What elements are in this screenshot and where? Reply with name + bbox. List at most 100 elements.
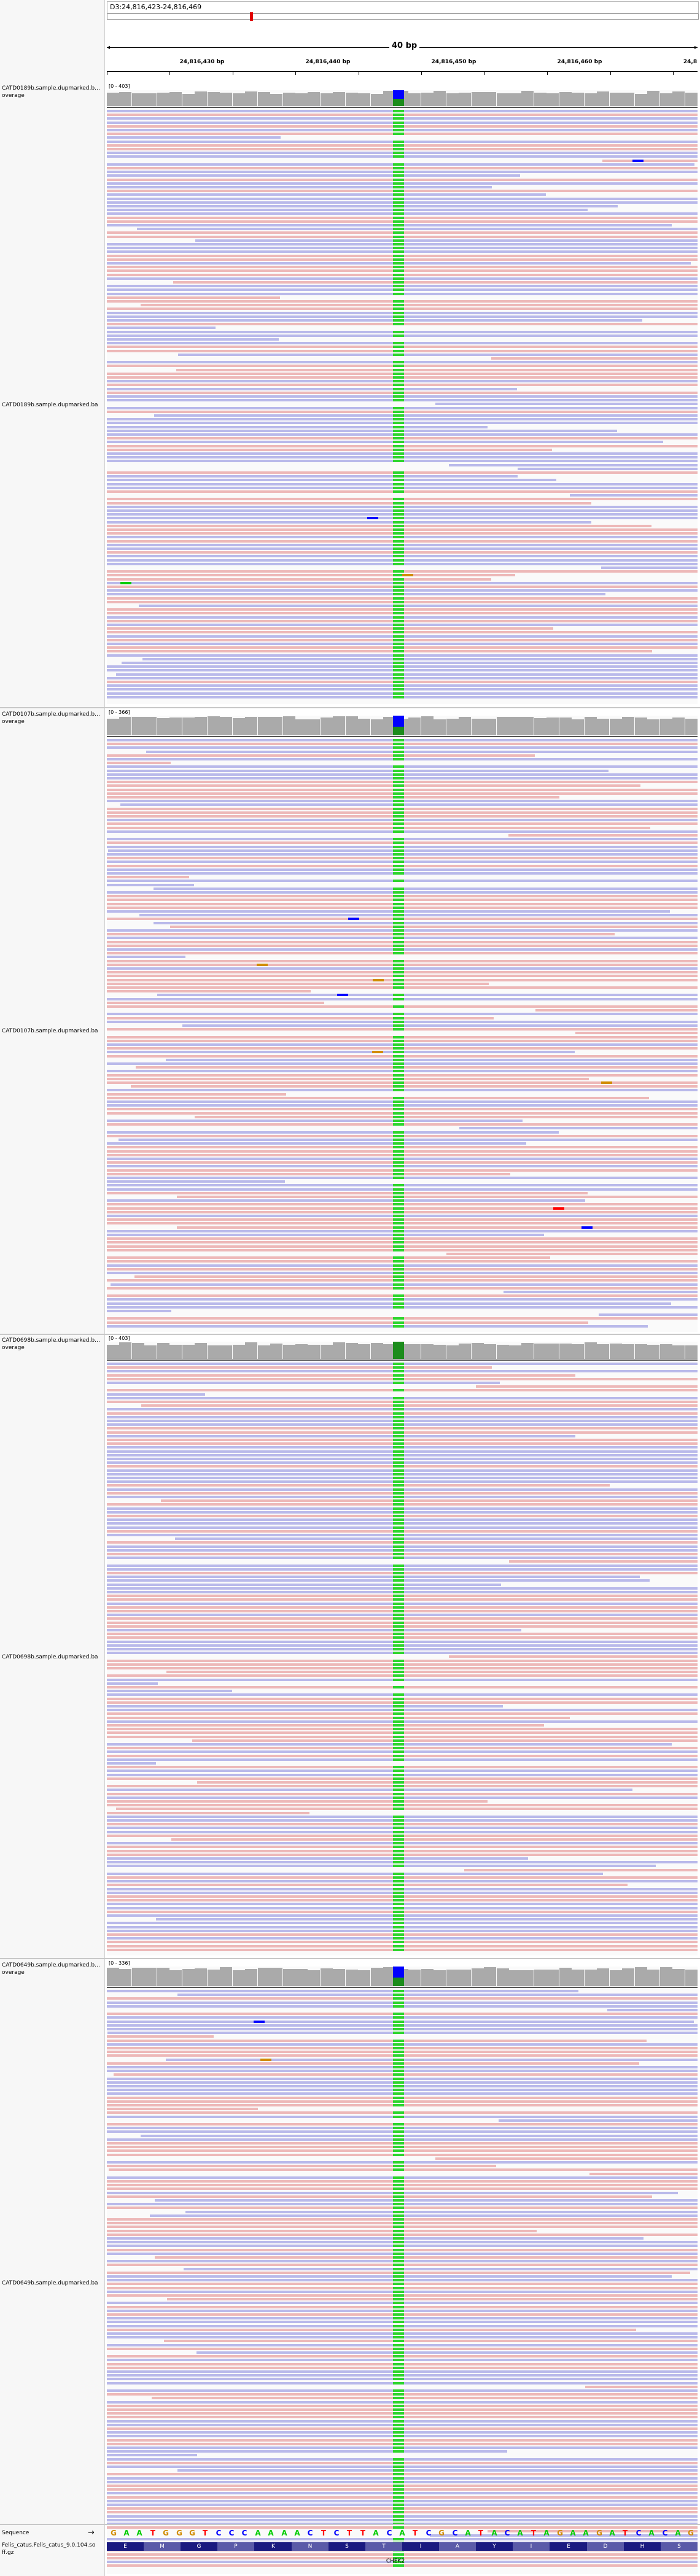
snp-base	[393, 1131, 404, 1134]
coverage-bar	[107, 93, 119, 106]
snp-base	[393, 1598, 404, 1601]
snp-base	[393, 2511, 404, 2513]
snp-base	[393, 258, 404, 261]
read	[107, 1789, 632, 1791]
snp-base	[393, 960, 404, 962]
snp-base	[393, 1066, 404, 1069]
sequence-base: A	[136, 2529, 142, 2537]
snp-base	[393, 1062, 404, 1065]
locus-box[interactable]: D3:24,816,423-24,816,469	[107, 1, 699, 14]
snp-base	[393, 148, 404, 150]
snp-base	[393, 2062, 404, 2065]
read	[107, 1690, 232, 1692]
snp-base	[393, 1203, 404, 1205]
read	[166, 2059, 698, 2061]
alignment-panel[interactable]	[107, 716, 698, 1332]
ruler-tick	[421, 71, 422, 75]
snp-base	[393, 411, 404, 413]
strand-arrow-icon[interactable]: →	[88, 2530, 95, 2536]
sequence-base: C	[228, 2529, 235, 2537]
snp-base	[393, 2344, 404, 2346]
snp-base	[393, 673, 404, 676]
ruler-tick	[484, 71, 485, 75]
snp-base	[393, 2439, 404, 2442]
snp-base	[393, 627, 404, 630]
read	[589, 2173, 698, 2175]
snp-base	[393, 1272, 404, 1274]
snp-base	[393, 1698, 404, 1700]
coverage-track-label: CATD0107b.sample.dupmarked.b… overage	[2, 711, 101, 725]
read	[107, 876, 189, 878]
snp-base	[393, 777, 404, 779]
snp-base	[393, 186, 404, 188]
read	[116, 1808, 698, 1810]
snp-base	[393, 926, 404, 928]
snp-base	[393, 179, 404, 181]
snp-base	[393, 688, 404, 690]
snp-base	[393, 167, 404, 169]
read	[107, 1629, 521, 1631]
read	[518, 468, 698, 470]
read	[107, 1310, 171, 1312]
snp-base	[393, 1150, 404, 1153]
snp-base	[393, 739, 404, 741]
alignment-panel[interactable]	[107, 90, 698, 704]
sequence-base: A	[255, 2529, 261, 2537]
snp-base	[393, 1709, 404, 1711]
ruler-tick-label: 24,816,430 bp	[179, 59, 225, 65]
snp-base	[393, 865, 404, 867]
snp-base	[393, 601, 404, 603]
coverage-bar	[208, 92, 220, 106]
read	[167, 2298, 698, 2300]
mismatch-base	[254, 2021, 265, 2023]
coverage-bar	[622, 1968, 634, 1986]
coverage-snp-bar-alt	[393, 1978, 404, 1986]
snp-base	[393, 746, 404, 749]
read	[508, 834, 698, 837]
snp-base	[393, 1622, 404, 1624]
snp-base	[393, 1112, 404, 1115]
coverage-bar	[647, 1345, 659, 1359]
read	[107, 2230, 537, 2232]
read	[107, 2329, 636, 2331]
read	[107, 521, 591, 524]
snp-base	[393, 1903, 404, 1905]
snp-base	[393, 1492, 404, 1495]
read	[107, 1762, 156, 1765]
snp-base	[393, 1070, 404, 1072]
snp-base	[393, 2420, 404, 2423]
read	[107, 1302, 671, 1305]
snp-base	[393, 2507, 404, 2510]
alignment-track-label: CATD0107b.sample.dupmarked.ba	[2, 1028, 98, 1034]
snp-base	[393, 2382, 404, 2385]
sequence-base: T	[346, 2529, 352, 2537]
alignment-panel[interactable]	[107, 1342, 698, 1955]
snp-base	[393, 555, 404, 557]
chromosome-ideogram[interactable]	[107, 12, 699, 21]
read	[156, 1918, 698, 1920]
sequence-base: T	[622, 2529, 628, 2537]
snp-base	[393, 1911, 404, 1913]
snp-base	[393, 1230, 404, 1232]
snp-base	[393, 1268, 404, 1271]
snp-base	[393, 220, 404, 223]
snp-base	[393, 1629, 404, 1631]
snp-base	[393, 2306, 404, 2308]
snp-base	[393, 1808, 404, 1810]
alignment-panel[interactable]	[107, 1967, 698, 2574]
coverage-bar	[119, 717, 131, 735]
sequence-base: G	[189, 2529, 195, 2537]
coverage-bar	[585, 1970, 597, 1986]
snp-base	[393, 563, 404, 565]
snp-base	[393, 2104, 404, 2106]
sequence-base: A	[294, 2529, 300, 2537]
coverage-bar	[660, 1967, 672, 1986]
snp-base	[393, 1899, 404, 1901]
read	[107, 1173, 510, 1175]
snp-base	[393, 1283, 404, 1286]
snp-base	[393, 2401, 404, 2404]
coverage-bar	[182, 94, 195, 106]
snp-base	[393, 1473, 404, 1476]
snp-base	[393, 2340, 404, 2342]
